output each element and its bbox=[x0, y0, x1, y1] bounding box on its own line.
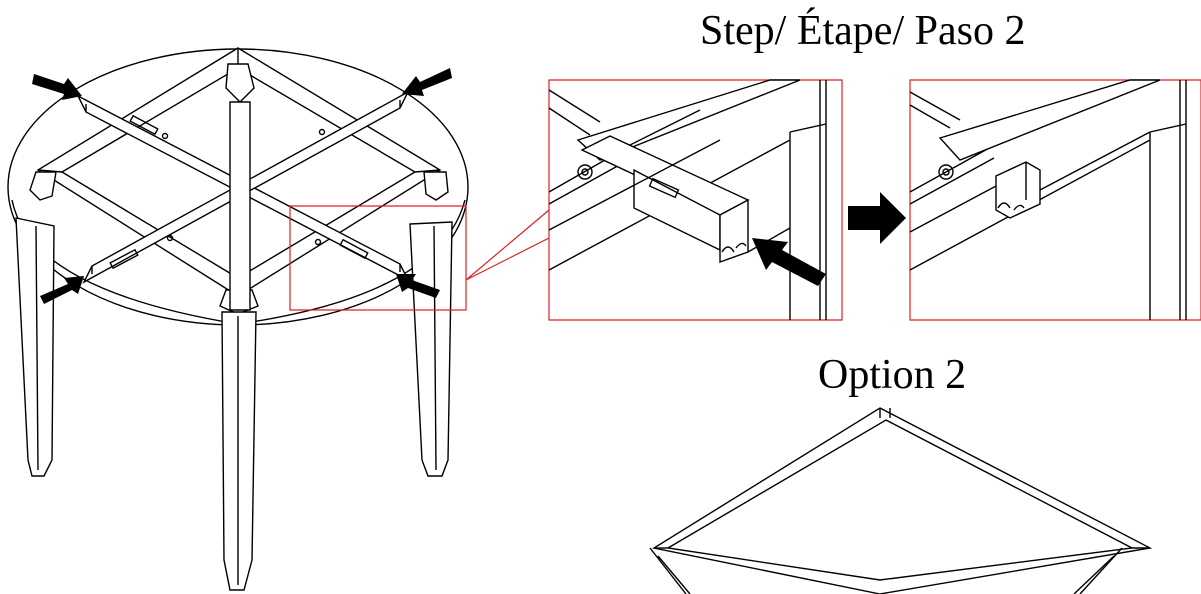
push-arrow-icon bbox=[32, 74, 82, 100]
detail-panel-before bbox=[549, 80, 842, 320]
detail-panel-after bbox=[910, 80, 1201, 320]
leg-top-right bbox=[424, 172, 448, 200]
detail-highlight-box bbox=[290, 206, 466, 310]
step-title: Step/ Étape/ Paso 2 bbox=[700, 8, 1026, 54]
push-arrow-icon bbox=[752, 238, 826, 286]
table-push-arrows bbox=[32, 68, 452, 304]
leg-front bbox=[222, 312, 256, 590]
table-illustration bbox=[8, 48, 468, 590]
leg-right bbox=[410, 222, 452, 476]
push-arrow-icon bbox=[402, 68, 452, 96]
leg-left bbox=[16, 218, 54, 476]
push-arrow-icon bbox=[396, 274, 440, 298]
leg-top-back bbox=[226, 64, 254, 102]
table-legs bbox=[16, 102, 452, 590]
next-step-arrow-icon bbox=[848, 192, 906, 244]
push-arrow-icon bbox=[40, 276, 84, 304]
option-title: Option 2 bbox=[818, 352, 967, 398]
leg-top-left bbox=[30, 172, 56, 200]
option2-illustration bbox=[650, 408, 1150, 594]
detail-callout bbox=[290, 206, 549, 310]
leg-back bbox=[230, 102, 250, 310]
